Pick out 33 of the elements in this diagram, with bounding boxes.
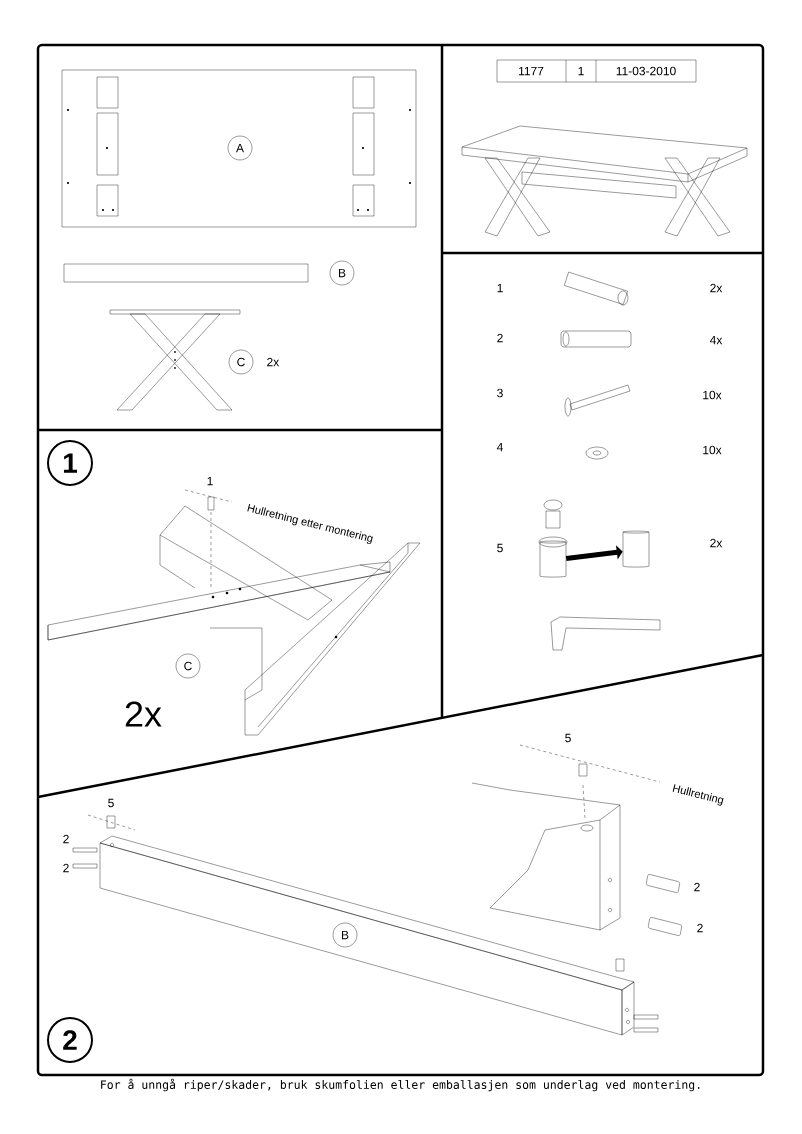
barrel-nut: [539, 540, 567, 578]
part-number: 1: [207, 476, 213, 486]
part-number: 2: [694, 882, 700, 892]
part-letter: B: [332, 922, 358, 948]
part-number: 2: [697, 923, 703, 933]
part-letter: A: [227, 135, 253, 161]
part-number: 5: [108, 798, 114, 808]
part-letter: C: [175, 653, 201, 679]
quantity-label: 2x: [267, 357, 280, 367]
quantity-label: 10x: [703, 445, 722, 455]
part-letter: C: [228, 349, 254, 375]
table-cell: 11-03-2010: [616, 66, 676, 76]
table-cell: 1177: [519, 66, 544, 76]
step-number: 1: [47, 440, 93, 486]
part-number: 5: [565, 733, 571, 743]
safety-note: For å unngå riper/skader, bruk skumfolien eller emballasjen som underlag ved montering.: [101, 1078, 700, 1092]
quantity-label: 4x: [709, 335, 723, 345]
part-number: 1: [497, 283, 503, 293]
part-number: 2: [63, 834, 69, 844]
part-letter: B: [329, 260, 355, 286]
arrow: [565, 545, 623, 561]
table-cell: 1: [578, 66, 584, 76]
barrel-nut: [622, 530, 650, 568]
part-number: 2: [497, 333, 503, 343]
step-number: 2: [47, 1017, 93, 1063]
part-number: 5: [497, 543, 503, 553]
part-number: 4: [496, 442, 503, 452]
quantity-label: 10x: [703, 390, 722, 400]
part-number: 2: [63, 863, 69, 873]
quantity-label: 2x: [125, 701, 162, 727]
quantity-label: 2x: [710, 283, 723, 293]
part-number: 3: [497, 388, 503, 398]
quantity-label: 2x: [710, 538, 723, 548]
